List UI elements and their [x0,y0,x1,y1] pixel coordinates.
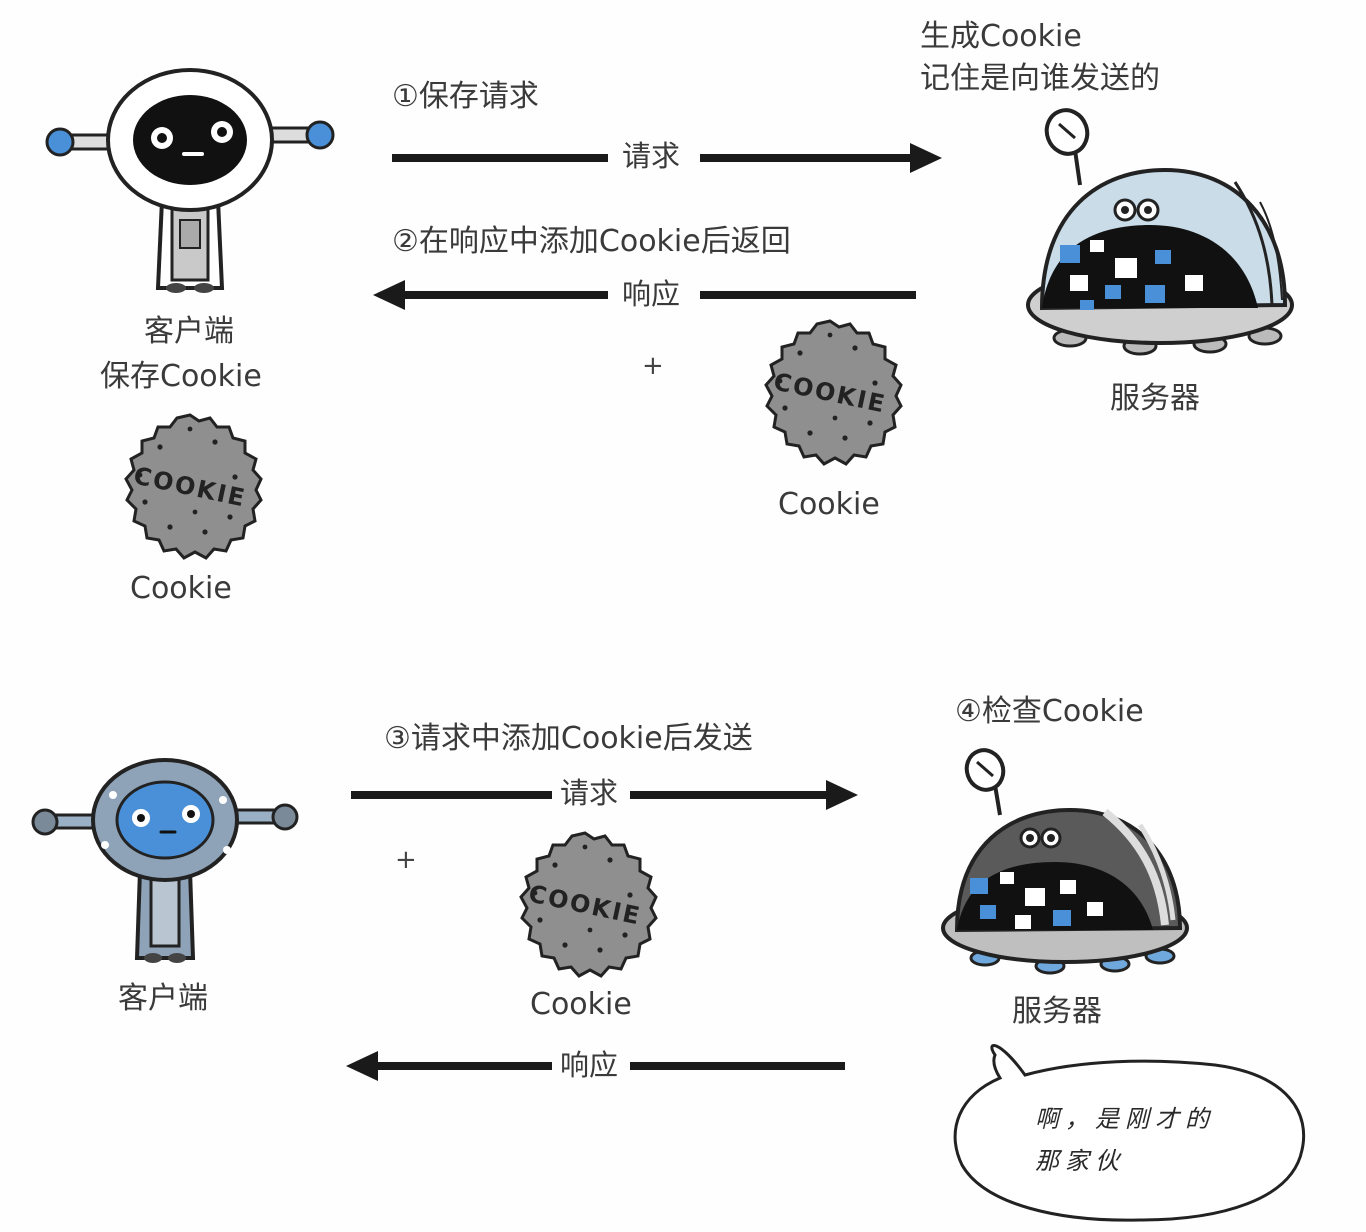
step2-label: ②在响应中添加Cookie后返回 [392,224,791,259]
step1-label: ①保存请求 [392,79,539,114]
top-response-arrow [373,280,916,310]
step4-label: ④检查Cookie [955,694,1144,729]
top-client-note: 保存Cookie [100,359,262,394]
top-client-robot [45,68,335,293]
speech-bubble [953,1044,1306,1222]
top-request-label: 请求 [622,139,681,173]
top-server-robot [1026,108,1294,356]
bottom-client-label: 客户端 [118,981,208,1016]
bottom-request-label: 请求 [560,776,619,810]
step3-label: ③请求中添加Cookie后发送 [384,721,753,756]
top-request-arrow [392,143,942,173]
top-plus-sign: + [642,351,664,381]
speech-line1: 啊，是刚才的 [1035,1105,1215,1133]
bottom-request-arrow [351,780,858,810]
bottom-cookie-caption: Cookie [530,987,632,1022]
top-response-cookie: COOKIE [764,319,903,466]
bottom-client-robot [31,758,299,963]
top-server-label: 服务器 [1110,381,1200,416]
bottom-response-arrow [346,1051,845,1081]
server-note-line2: 记住是向谁发送的 [920,61,1160,96]
bottom-response-label: 响应 [560,1048,619,1082]
bottom-request-cookie: COOKIE [519,831,658,978]
bottom-server-label: 服务器 [1012,994,1102,1029]
top-client-label: 客户端 [144,314,234,349]
speech-line2: 那家伙 [1035,1147,1125,1175]
bottom-plus-sign: + [395,845,417,875]
bottom-server-robot [941,748,1189,975]
top-client-cookie-caption: Cookie [130,571,232,606]
top-client-cookie: COOKIE [124,413,263,560]
top-response-label: 响应 [622,277,681,311]
server-note-line1: 生成Cookie [920,19,1082,54]
top-cookie-caption: Cookie [778,487,880,522]
